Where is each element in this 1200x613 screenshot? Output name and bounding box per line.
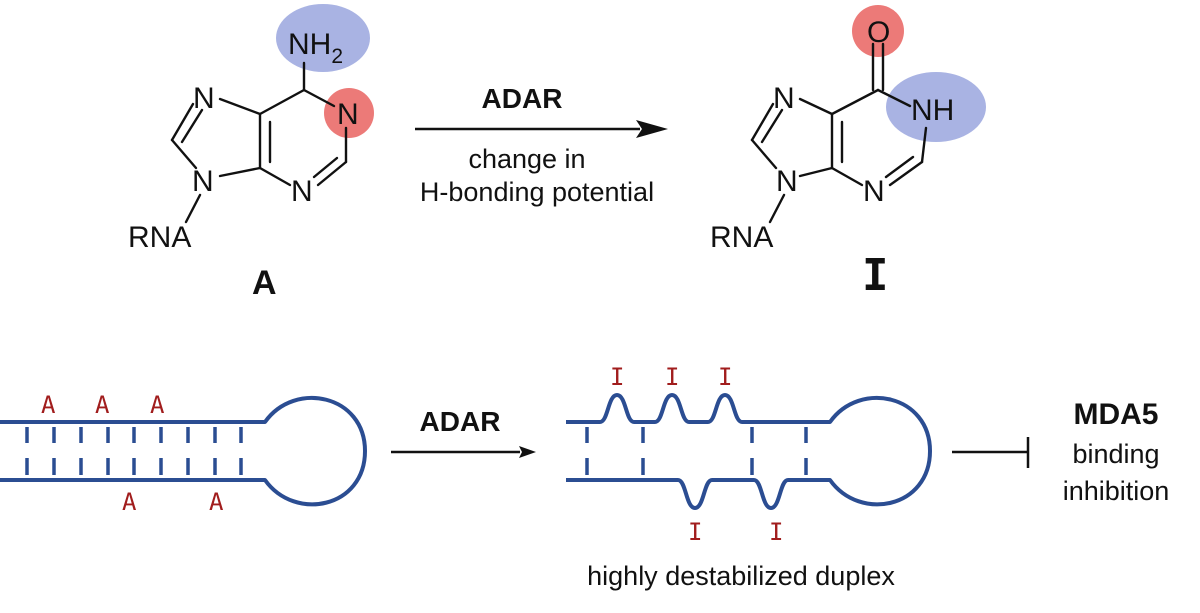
inosine-carbonyl-label: O (867, 16, 890, 49)
adenosine-label: A (252, 264, 277, 302)
inosine-nh-label: NH (911, 94, 954, 127)
unedited-hairpin: A A A A A (0, 391, 367, 516)
edited-base-pairs (585, 427, 808, 475)
carbonyl-highlight (852, 5, 904, 57)
edited-top-base-1: I (610, 363, 624, 391)
mda5-title: MDA5 (1073, 398, 1158, 431)
inosine-structure: O NH N N N RNA I (710, 5, 986, 301)
hairpin-arrow-group: ADAR (391, 406, 536, 458)
inosine-rna-label: RNA (710, 221, 773, 254)
adenosine-n1-label: N (337, 98, 359, 131)
amino-highlight (276, 4, 370, 72)
duplex-caption: highly destabilized duplex (587, 561, 895, 591)
edited-top-base-3: I (718, 363, 732, 391)
edited-hairpin-strand (566, 393, 932, 510)
inosine-n9-label: N (776, 165, 798, 198)
reaction-arrowhead (636, 120, 668, 138)
adenosine-n7-label: N (193, 82, 215, 115)
inhibition-group: MDA5 binding inhibition (952, 398, 1169, 506)
edited-hairpin: I I I I I highly destabilized duplex (566, 363, 932, 591)
unedited-top-base-1: A (41, 391, 56, 419)
amino-group-label: NH2 (288, 28, 343, 68)
adenosine-n3-label: N (291, 175, 313, 208)
unedited-bottom-base-2: A (209, 488, 224, 516)
adenosine-structure: NH2 N N N N RNA A (128, 4, 374, 302)
unedited-base-pairs (25, 427, 243, 475)
edited-top-base-2: I (665, 363, 679, 391)
unedited-hairpin-strand (0, 396, 367, 507)
reaction-description-line2: H-bonding potential (420, 177, 654, 207)
inosine-n3-label: N (863, 175, 885, 208)
outcome-line2: inhibition (1063, 476, 1170, 506)
inosine-label: I (862, 250, 889, 301)
unedited-top-base-3: A (150, 391, 165, 419)
reaction-description-line1: change in (468, 144, 585, 174)
hairpin-enzyme-label: ADAR (420, 406, 501, 437)
nh-highlight (886, 72, 986, 142)
unedited-bottom-base-1: A (122, 488, 137, 516)
adenosine-n9-label: N (192, 165, 214, 198)
edited-bottom-base-1: I (688, 518, 702, 546)
hairpin-arrowhead (519, 446, 536, 458)
inosine-n7-label: N (773, 82, 795, 115)
outcome-line1: binding (1072, 439, 1159, 469)
reaction-arrow-group: ADAR change in H-bonding potential (415, 83, 668, 207)
reaction-enzyme-label: ADAR (482, 83, 563, 114)
edited-bottom-base-2: I (769, 518, 783, 546)
n1-highlight (324, 88, 374, 138)
adenosine-rna-label: RNA (128, 221, 191, 254)
unedited-top-base-2: A (95, 391, 110, 419)
